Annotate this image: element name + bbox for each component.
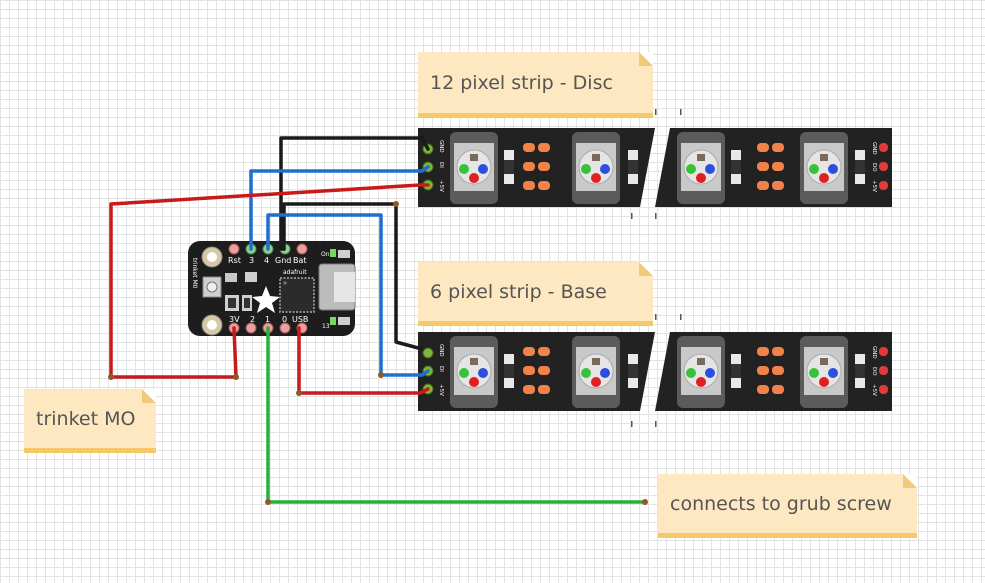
base-resistor-3: [731, 354, 741, 388]
disc-led-strip: GND DI +5V: [418, 128, 892, 207]
pad-rst: [228, 243, 240, 255]
disc-pads-mid-1: [523, 143, 550, 190]
disc-pad-di-label: DI: [438, 162, 444, 168]
pin-usb-label: USB: [292, 315, 308, 324]
base-resistor-4: [855, 354, 865, 388]
disc-led-1: [450, 132, 498, 204]
disc-resistor-3: [731, 150, 741, 184]
disc-resistor-4: [855, 150, 865, 184]
wire-gnd-disc: [279, 136, 430, 251]
base-led-1: [450, 336, 498, 408]
on-led-label: On: [321, 251, 330, 258]
disc-output-pads: [879, 143, 888, 190]
disc-resistor-1: [504, 150, 514, 184]
disc-led-3: [677, 132, 725, 204]
led-13: [330, 317, 336, 325]
pin-rst-label: Rst: [228, 256, 241, 265]
base-pad-di-label: DI: [438, 366, 444, 372]
brand-label: adafruit: [283, 269, 307, 276]
pin-gnd-label: Gnd: [275, 256, 291, 265]
disc-out-do-label: DO: [871, 163, 877, 172]
disc-pad-gnd-label: GND: [438, 140, 444, 153]
pin-2-label: 2: [250, 315, 255, 324]
wires: [109, 136, 647, 504]
resize-markers: [631, 109, 682, 427]
disc-led-4: [800, 132, 848, 204]
base-pad-gnd-label: GND: [438, 344, 444, 357]
wire-data-disc: [249, 165, 430, 251]
pin-1-label: 1: [265, 315, 270, 324]
disc-pads-mid-2: [757, 143, 784, 190]
base-out-do-label: DO: [871, 367, 877, 376]
base-pads-mid-2: [757, 347, 784, 394]
adafruit-logo: [252, 286, 280, 313]
note-base-strip: 6 pixel strip - Base: [418, 262, 653, 326]
note-trinket: trinket MO: [24, 389, 156, 453]
pin-3v-label: 3V: [229, 315, 240, 324]
base-pad-5v-label: +5V: [438, 384, 444, 396]
disc-out-gnd-label: GND: [871, 142, 877, 155]
base-output-pads: [879, 347, 888, 394]
base-resistor-1: [504, 354, 514, 388]
trinket-m0-board: trinket M0 adafruit On 13 Rst 3 4 Gnd Ba…: [188, 241, 356, 336]
pin-bat-label: Bat: [293, 256, 307, 265]
pad-2: [245, 322, 257, 334]
pin-3-label: 3: [249, 256, 254, 265]
board-name-label: trinket M0: [191, 258, 198, 289]
wire-power-base: [297, 326, 430, 395]
base-led-4: [800, 336, 848, 408]
wire-data-base: [266, 213, 430, 377]
base-led-2: [572, 336, 620, 408]
note-grub-screw: connects to grub screw: [658, 474, 917, 538]
base-out-5v-label: +5V: [871, 384, 877, 396]
disc-out-5v-label: +5V: [871, 180, 877, 192]
pad-bat: [296, 243, 308, 255]
base-led-strip: GND DI +5V: [418, 332, 892, 411]
pad-0: [279, 322, 291, 334]
wire-power-disc: [109, 183, 430, 379]
board-pcb: [188, 241, 355, 336]
disc-pad-5v-label: +5V: [438, 180, 444, 192]
wire-endpoints: [108, 201, 648, 505]
note-disc-strip: 12 pixel strip - Disc: [418, 52, 653, 118]
pin-0-label: 0: [282, 315, 287, 324]
base-pads-mid-1: [523, 347, 550, 394]
pin-4-label: 4: [264, 256, 269, 265]
led-13-label: 13: [322, 323, 330, 330]
on-led: [330, 249, 336, 257]
disc-resistor-2: [628, 150, 638, 184]
base-resistor-2: [628, 354, 638, 388]
base-led-3: [677, 336, 725, 408]
base-out-gnd-label: GND: [871, 346, 877, 359]
disc-led-2: [572, 132, 620, 204]
